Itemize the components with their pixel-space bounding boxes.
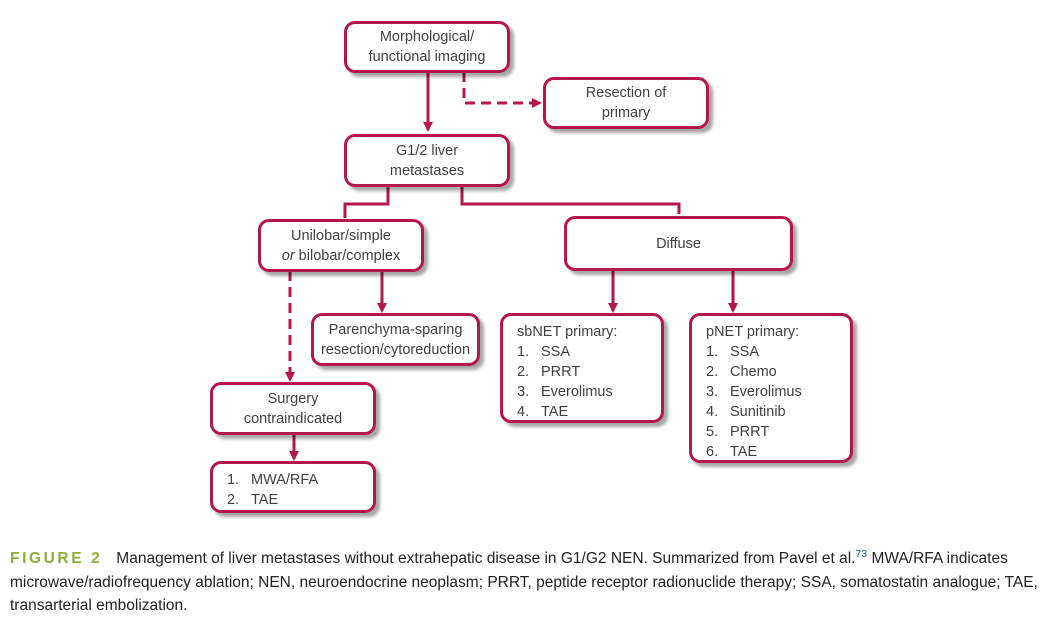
node-label: Surgery [267,390,319,407]
list-text: MWA/RFA [251,472,319,488]
list-number: 1. [517,344,530,360]
node-resection-of-primary: Resection of primary [543,77,709,129]
node-morphological-imaging: Morphological/ functional imaging [344,21,510,73]
node-diffuse: Diffuse [564,216,793,271]
list-text: TAE [251,492,279,508]
list-text: PRRT [541,364,581,380]
node-label-italic: or [281,247,295,264]
node-label: Parenchyma-sparing [328,321,463,338]
node-label: primary [601,105,651,121]
node-label: Diffuse [656,235,701,252]
list-text: PRRT [730,424,770,440]
node-label: Unilobar/simple [291,227,391,244]
list-title: pNET primary: [706,324,800,340]
treatment-list: 1. SSA 2. Chemo 3. Everolimus 4. Sunitinib 5… [706,342,850,462]
list-number: 3. [706,384,719,400]
node-label: Resection of [585,85,667,101]
list-number: 1. [706,344,719,360]
node-label: G1/2 liver [395,142,459,159]
caption-text: Management of liver metastases without e… [116,550,856,567]
node-pnet-primary: pNET primary: 1. SSA 2. Chemo 3. Everolimus… [689,313,853,463]
list-item: 3. Everolimus [517,382,661,402]
list-item: 2. PRRT [517,362,661,382]
list-item: 2. Chemo [706,362,850,382]
node-label: functional imaging [368,49,486,65]
list-text: TAE [730,444,758,460]
list-item: 1. MWA/RFA [227,470,373,490]
list-title: sbNET primary: [517,324,618,340]
list-text: Everolimus [541,384,613,400]
reference-link[interactable]: 73 [855,547,868,560]
list-item: 2. TAE [227,490,373,510]
node-g12-liver-metastases: G1/2 liver metastases [344,134,510,187]
list-number: 2. [517,364,530,380]
list-number: 2. [706,364,719,380]
treatment-list: 1. MWA/RFA 2. TAE [227,470,373,510]
node-mwa-rfa-tae: 1. MWA/RFA 2. TAE [210,461,376,513]
treatment-list: 1. SSA 2. PRRT 3. Everolimus 4. TAE [517,342,661,422]
node-unilobar-bilobar: Unilobar/simple or bilobar/complex [258,219,424,272]
caption-text: MWA/RFA indicates microwave/radiofrequen… [10,550,1038,614]
list-item: 4. Sunitinib [706,402,850,422]
node-surgery-contraindicated: Surgery contraindicated [210,382,376,435]
node-parenchyma-sparing-resection: Parenchyma-sparing resection/cytoreducti… [311,313,480,366]
list-text: Sunitinib [730,404,786,420]
list-text: TAE [541,404,569,420]
list-item: 4. TAE [517,402,661,422]
list-text: SSA [541,344,571,360]
list-number: 5. [706,424,719,440]
list-item: 5. PRRT [706,422,850,442]
node-label: contraindicated [243,410,343,427]
figure-label: FIGURE 2 [10,550,103,567]
list-item: 3. Everolimus [706,382,850,402]
list-text: Everolimus [730,384,802,400]
list-item: 1. SSA [706,342,850,362]
list-number: 3. [517,384,530,400]
arrow-g12-to-diffuse [460,186,681,214]
arrow-g12-to-unilobar [343,186,390,218]
list-item: 6. TAE [706,442,850,462]
list-text: SSA [730,344,760,360]
node-label: metastases [389,162,465,179]
node-sbnet-primary: sbNET primary: 1. SSA 2. PRRT 3. Everolimus… [500,313,664,423]
figure-caption: FIGURE 2 Management of liver metastases w… [10,547,1050,618]
list-number: 2. [227,492,240,508]
list-number: 6. [706,444,719,460]
list-text: Chemo [730,364,777,380]
node-label: resection/cytoreduction [320,341,471,358]
node-label: Morphological/ [379,29,475,45]
list-number: 4. [706,404,719,420]
arrow-imaging-to-resection-dashed [462,72,542,108]
node-label-rest: bilobar/complex [294,247,401,264]
list-number: 4. [517,404,530,420]
list-number: 1. [227,472,240,488]
node-label: or bilobar/complex [282,246,400,266]
list-item: 1. SSA [517,342,661,362]
